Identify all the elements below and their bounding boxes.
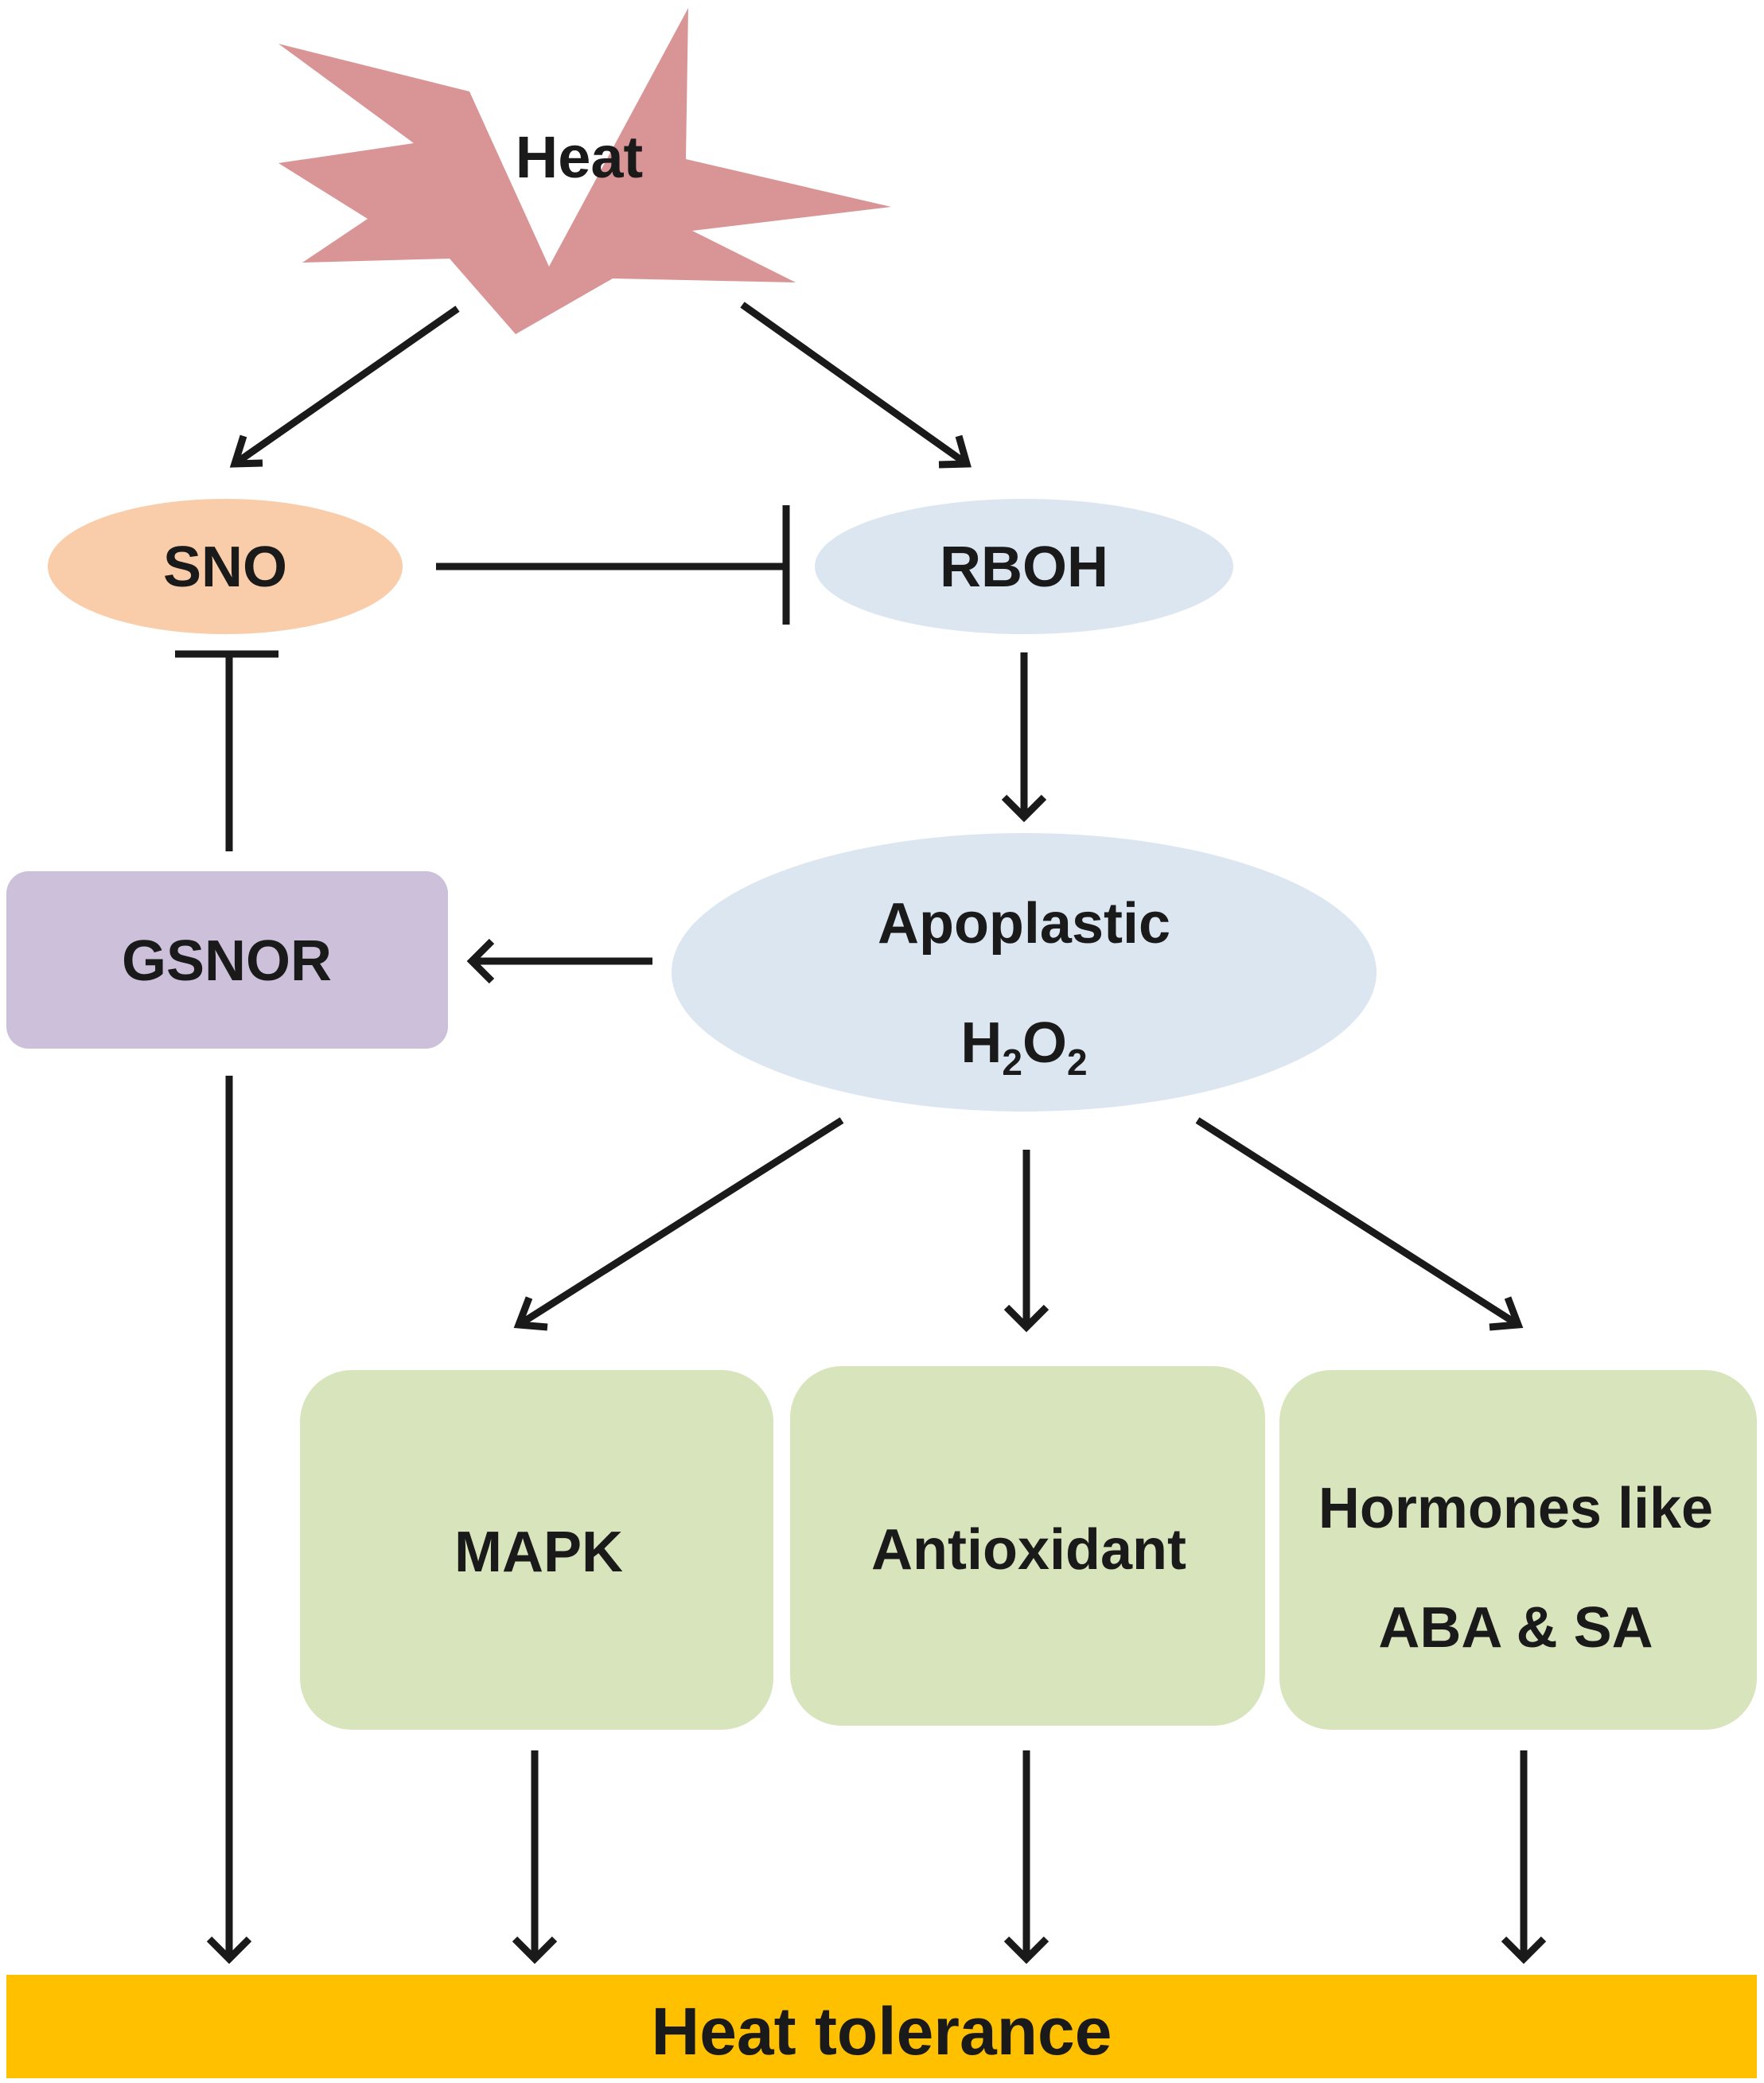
gsnor-box [6,871,448,1049]
h2o2-sub-1: 2 [1002,1042,1022,1083]
heat-tolerance-bar [6,1975,1757,2078]
arrow-heat-to-sno [229,306,460,468]
arrow-h2o2-to-gsnor [466,938,652,984]
sno-label: SNO [163,535,287,599]
arrow-mapk-to-heat-tolerance [512,1750,558,1964]
apoplastic-ellipse [672,833,1377,1112]
h2o2-label: H2O2 [960,1011,1087,1083]
arrow-h2o2-to-antioxidant [1003,1150,1049,1333]
connectors [175,302,1547,1964]
arrow-h2o2-to-hormones [1195,1117,1524,1331]
sno-node: SNO [48,499,403,634]
mapk-node: MAPK [300,1370,773,1730]
hormones-node: Hormones like ABA & SA [1279,1370,1757,1730]
arrow-hormones-to-heat-tolerance [1501,1750,1547,1964]
antioxidant-label: Antioxidant [871,1518,1186,1582]
arrow-h2o2-to-mapk [513,1117,844,1331]
inhibition-gsnor-to-sno [175,650,278,851]
antioxidant-box [790,1366,1265,1726]
heat-label: Heat [516,124,643,190]
heat-node: Heat [278,8,891,334]
heat-tolerance-node: Heat tolerance [6,1975,1757,2078]
mapk-box [300,1370,773,1730]
heat-tolerance-label: Heat tolerance [652,1994,1112,2069]
arrow-gsnor-to-heat-tolerance [206,1076,252,1964]
arrow-rboh-to-h2o2 [1001,652,1047,823]
hormones-label-line-1: Hormones like [1318,1477,1713,1540]
hormones-label-line-2: ABA & SA [1378,1596,1653,1660]
inhibition-sno-to-rboh [436,505,790,625]
arrow-antioxidant-to-heat-tolerance [1003,1750,1049,1964]
gsnor-label: GSNOR [122,929,332,993]
rboh-ellipse [815,499,1233,634]
sno-ellipse [48,499,403,634]
h2o2-o: O [1022,1011,1067,1075]
hormones-box [1279,1370,1757,1730]
arrow-heat-to-rboh [740,302,972,469]
antioxidant-node: Antioxidant [790,1366,1265,1726]
gsnor-node: GSNOR [6,871,448,1049]
apoplastic-label: Apoplastic [878,892,1170,956]
heat-starburst-shape [278,8,891,334]
mapk-label: MAPK [454,1520,623,1584]
rboh-label: RBOH [940,535,1108,599]
h2o2-sub-2: 2 [1067,1042,1088,1083]
apoplastic-h2o2-node: Apoplastic H2O2 [672,833,1377,1112]
rboh-node: RBOH [815,499,1233,634]
h2o2-h: H [960,1011,1002,1075]
